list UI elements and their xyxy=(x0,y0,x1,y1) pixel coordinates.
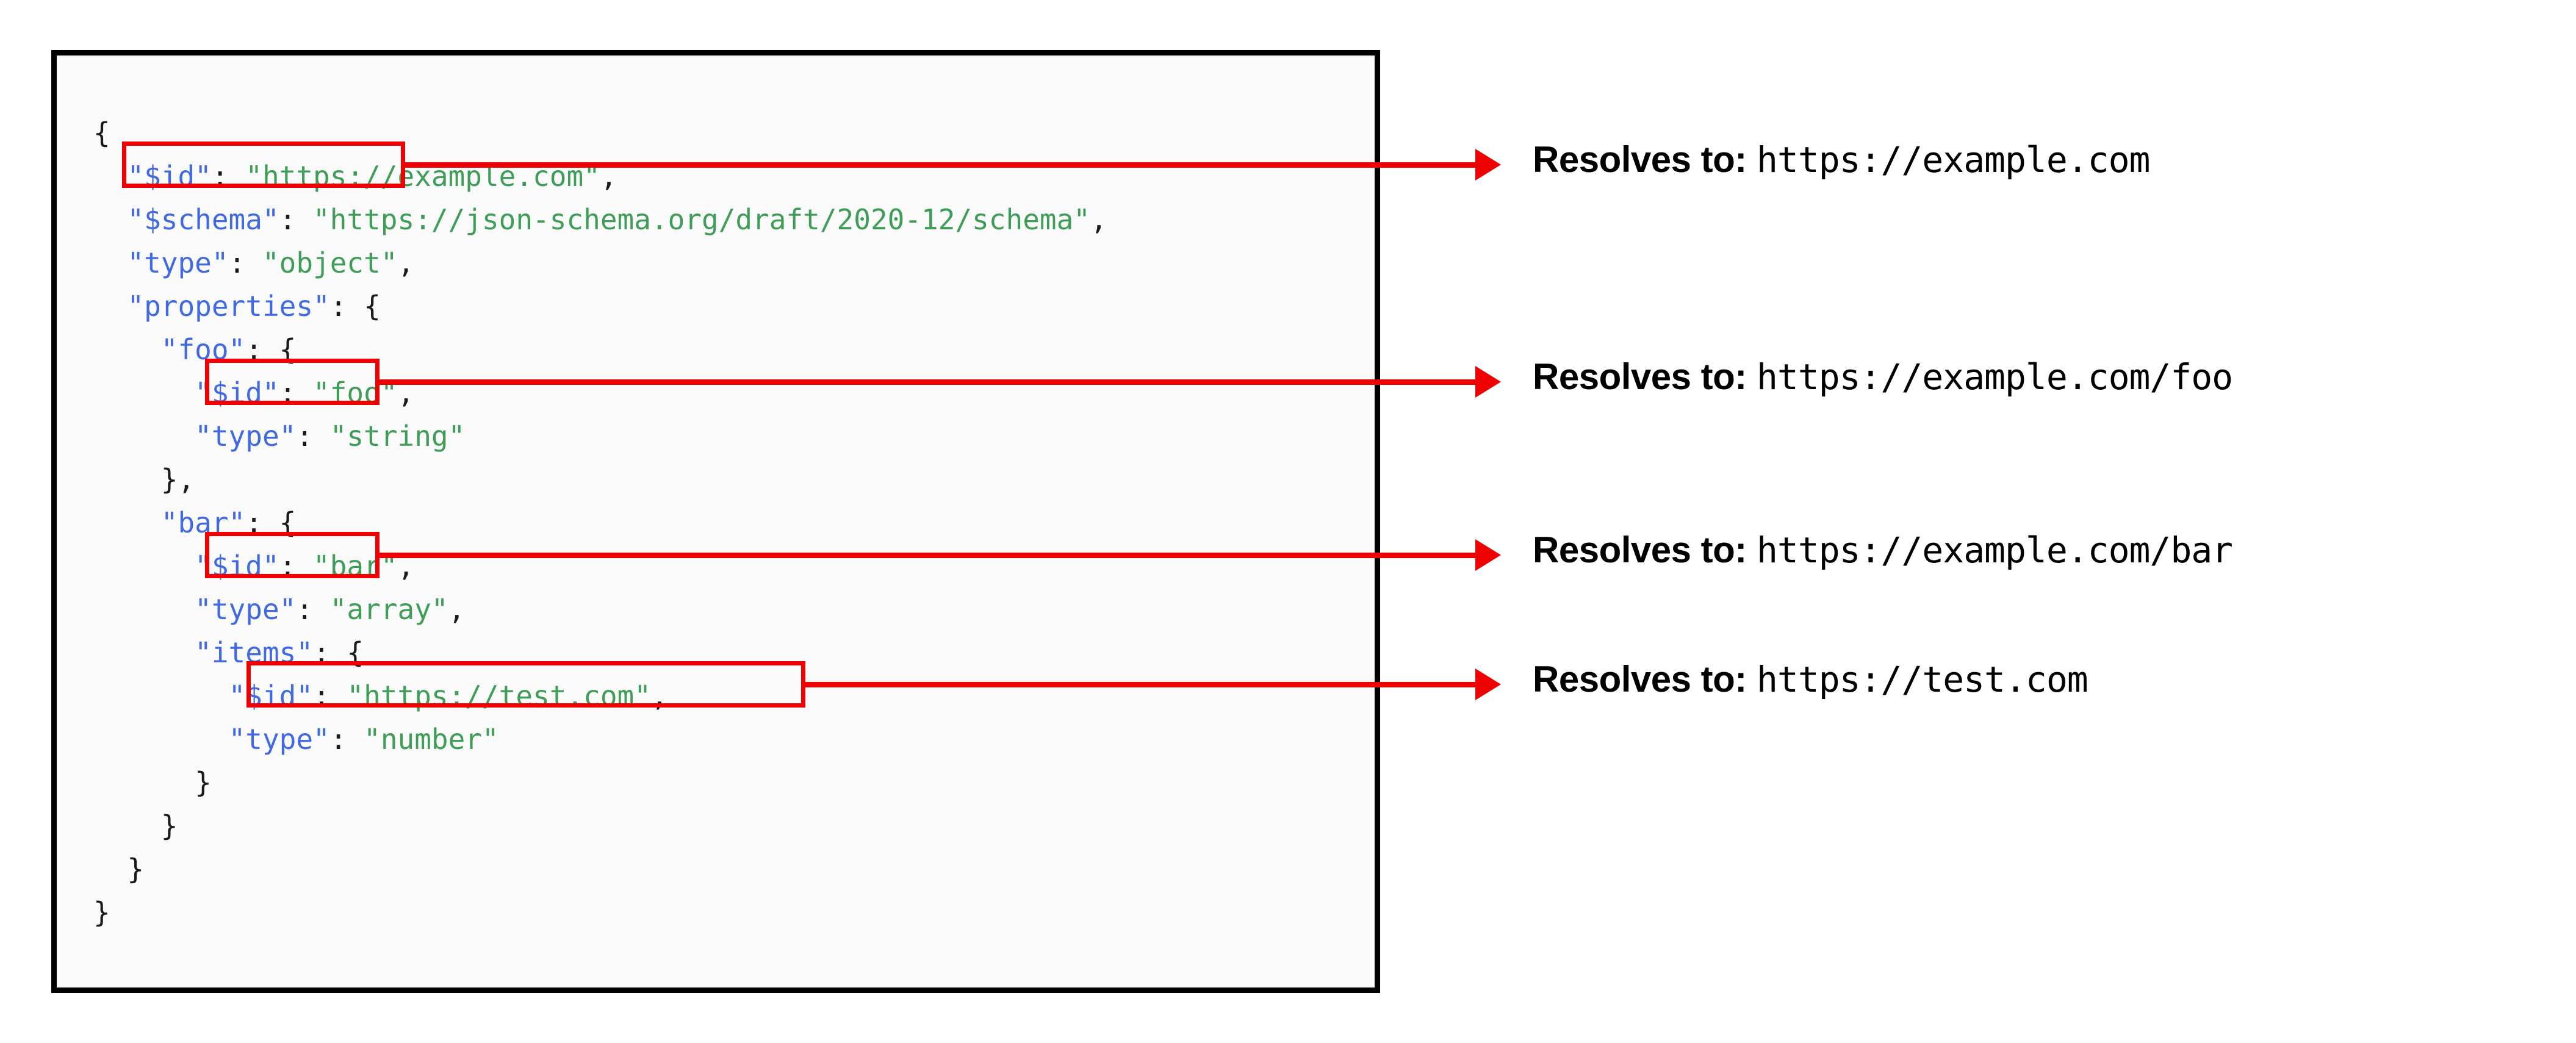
code-token-str: "number" xyxy=(364,723,499,756)
annotation-lead-root-id: Resolves to: xyxy=(1533,139,1757,180)
code-token-punc: } xyxy=(93,809,178,842)
annotation-lead-items-id: Resolves to: xyxy=(1533,659,1757,700)
code-token-key: "properties" xyxy=(127,290,330,323)
annotation-bar-id: Resolves to: https://example.com/bar xyxy=(1533,529,2233,571)
code-token-punc xyxy=(93,333,161,366)
code-line: "type": "object", xyxy=(93,242,1107,285)
highlight-box-bar-id xyxy=(205,532,380,578)
code-token-punc: : xyxy=(279,203,314,236)
annotation-url-bar-id: https://example.com/bar xyxy=(1756,529,2233,571)
code-line: "$schema": "https://json-schema.org/draf… xyxy=(93,198,1107,242)
code-token-str: "string" xyxy=(329,420,466,453)
code-line: "type": "string" xyxy=(93,415,1107,458)
annotation-lead-foo-id: Resolves to: xyxy=(1533,356,1757,397)
code-token-punc: : { xyxy=(329,290,381,323)
code-token-punc xyxy=(93,506,161,539)
annotation-items-id: Resolves to: https://test.com xyxy=(1533,659,2089,700)
code-token-punc xyxy=(93,723,229,756)
code-token-punc: } xyxy=(93,896,110,929)
arrow-head-foo-id xyxy=(1475,366,1501,398)
code-token-punc: } xyxy=(93,853,145,886)
code-token-punc xyxy=(93,246,127,279)
code-token-punc: }, xyxy=(93,463,195,496)
annotation-foo-id: Resolves to: https://example.com/foo xyxy=(1533,356,2233,398)
code-token-punc xyxy=(93,203,127,236)
code-token-punc: : xyxy=(228,246,262,279)
annotation-url-root-id: https://example.com xyxy=(1756,139,2150,181)
code-token-punc xyxy=(93,636,195,669)
code-token-key: "type" xyxy=(228,723,330,756)
arrow-line-bar-id xyxy=(377,553,1477,558)
code-token-str: "object" xyxy=(262,246,398,279)
json-code-listing: { "$id": "https://example.com", "$schema… xyxy=(93,112,1107,934)
code-token-punc: , xyxy=(397,246,415,279)
code-token-punc xyxy=(93,290,127,323)
code-token-punc: : xyxy=(329,723,364,756)
code-line: "type": "array", xyxy=(93,588,1107,631)
arrow-line-root-id xyxy=(403,162,1477,168)
arrow-line-items-id xyxy=(803,682,1477,687)
code-line: { xyxy=(93,112,1107,155)
json-code-panel: { "$id": "https://example.com", "$schema… xyxy=(51,50,1380,993)
annotation-url-foo-id: https://example.com/foo xyxy=(1756,356,2233,398)
code-token-punc: } xyxy=(93,766,212,799)
code-token-key: "type" xyxy=(195,420,297,453)
code-token-punc xyxy=(93,420,195,453)
code-token-punc xyxy=(93,679,229,712)
code-token-str: "https://json-schema.org/draft/2020-12/s… xyxy=(313,203,1090,236)
code-token-key: "type" xyxy=(195,593,297,626)
code-line: } xyxy=(93,761,1107,805)
code-token-key: "$schema" xyxy=(127,203,279,236)
annotation-lead-bar-id: Resolves to: xyxy=(1533,529,1757,570)
arrow-head-bar-id xyxy=(1475,539,1501,571)
code-token-punc: , xyxy=(1090,203,1107,236)
code-line: "properties": { xyxy=(93,285,1107,328)
arrow-head-root-id xyxy=(1475,149,1501,181)
code-token-punc: { xyxy=(93,116,110,149)
code-token-punc: , xyxy=(448,593,466,626)
arrow-head-items-id xyxy=(1475,668,1501,700)
code-line: } xyxy=(93,805,1107,848)
arrow-line-foo-id xyxy=(377,379,1477,385)
highlight-box-root-id xyxy=(122,142,405,188)
code-token-punc: : xyxy=(296,420,330,453)
highlight-box-foo-id xyxy=(205,359,380,405)
code-line: } xyxy=(93,848,1107,891)
code-token-punc: : xyxy=(296,593,330,626)
annotation-url-items-id: https://test.com xyxy=(1756,659,2089,700)
code-line: } xyxy=(93,891,1107,934)
code-line: }, xyxy=(93,458,1107,501)
annotation-root-id: Resolves to: https://example.com xyxy=(1533,142,2150,178)
code-token-str: "array" xyxy=(329,593,448,626)
code-token-key: "type" xyxy=(127,246,229,279)
code-line: "type": "number" xyxy=(93,718,1107,761)
code-token-punc xyxy=(93,593,195,626)
code-token-punc xyxy=(93,376,195,409)
code-token-punc xyxy=(93,550,195,582)
highlight-box-items-id xyxy=(246,661,805,708)
